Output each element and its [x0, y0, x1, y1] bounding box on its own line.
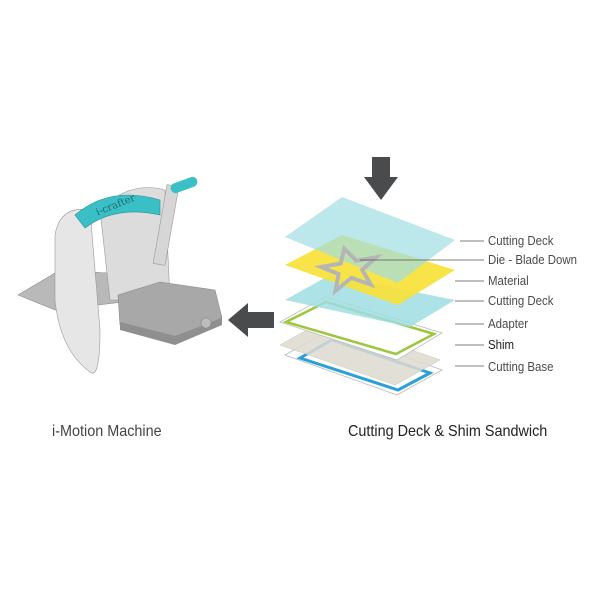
arrow-left-icon: [228, 303, 274, 337]
label-cutting-deck-bottom: Cutting Deck: [488, 293, 554, 308]
label-adapter: Adapter: [488, 316, 529, 331]
label-cutting-deck-top: Cutting Deck: [488, 233, 554, 248]
label-shim: Shim: [488, 337, 515, 352]
label-material: Material: [488, 273, 529, 288]
leader-lines: [360, 240, 484, 367]
label-cutting-base: Cutting Base: [488, 359, 554, 374]
arrow-down-icon: [364, 157, 398, 200]
machine-caption: i-Motion Machine: [52, 423, 162, 440]
label-die: Die - Blade Down: [488, 252, 578, 267]
sandwich-layers: [279, 197, 455, 396]
i-motion-machine-illustration: [17, 176, 223, 374]
sandwich-caption: Cutting Deck & Shim Sandwich: [348, 423, 548, 440]
